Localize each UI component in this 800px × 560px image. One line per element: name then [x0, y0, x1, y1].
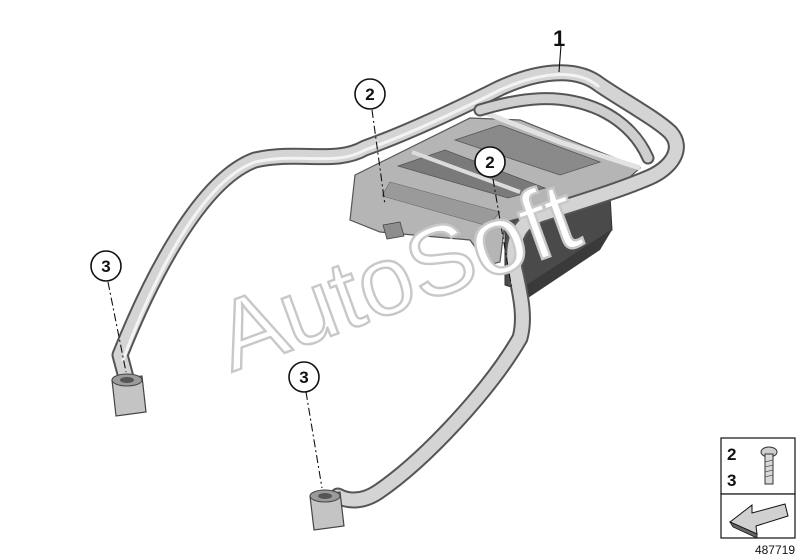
callout-2-right: 2: [474, 146, 506, 178]
callout-3-left: 3: [90, 250, 122, 282]
diagram-number: 487719: [755, 543, 795, 557]
screw-icon: [760, 446, 778, 485]
mounting-sleeve-left: [111, 373, 147, 417]
legend-row-2: 3: [727, 471, 736, 490]
legend-row-1: 2: [727, 445, 736, 464]
leader-lines: [107, 44, 562, 489]
direction-arrow-icon: [729, 503, 789, 539]
callout-2-left: 2: [354, 78, 386, 110]
legend-box: 2 3: [720, 437, 796, 539]
callout-label: 3: [101, 257, 110, 276]
callout-3-right: 3: [288, 361, 320, 393]
mounting-sleeve-right: [309, 489, 345, 531]
callout-label: 2: [365, 85, 374, 104]
callout-label: 2: [485, 153, 494, 172]
callout-label: 3: [299, 368, 308, 387]
part-number-label: 1: [553, 26, 565, 51]
rear-carrier-tube: [111, 64, 685, 509]
